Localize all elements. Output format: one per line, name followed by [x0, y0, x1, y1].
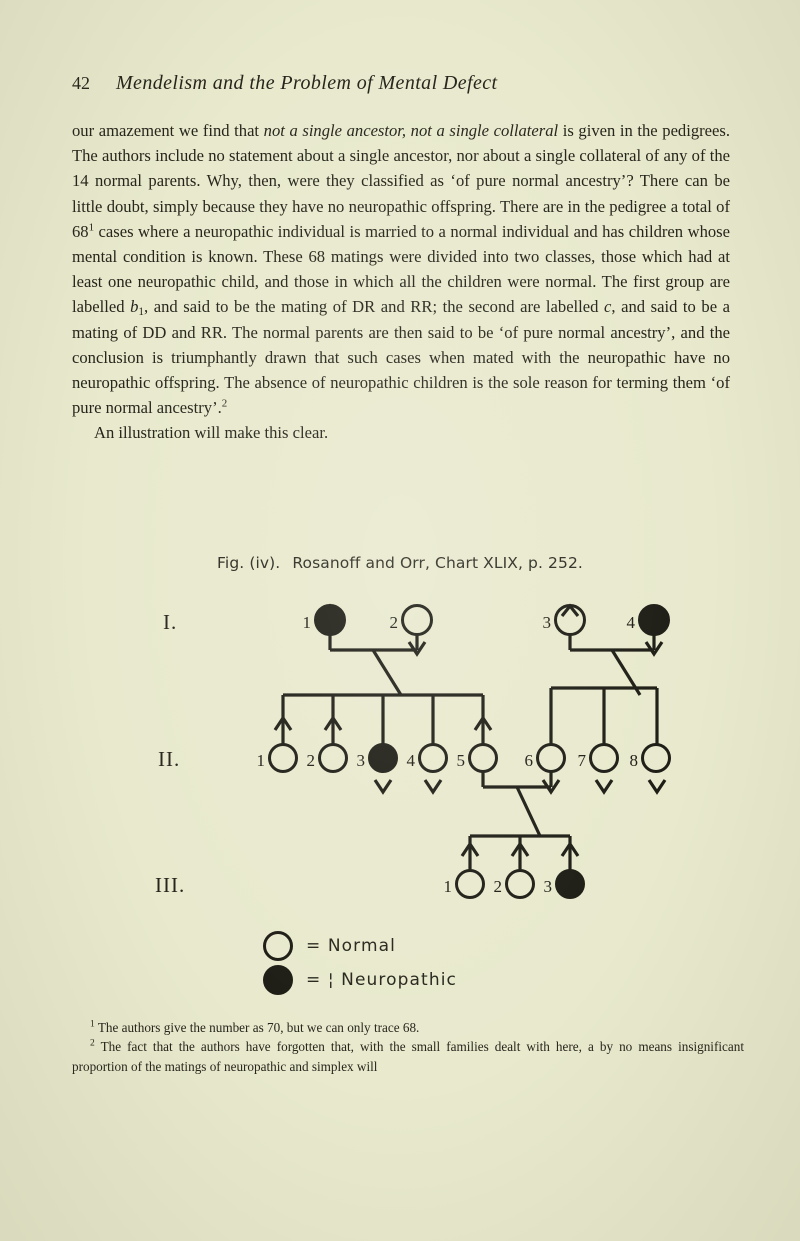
individual-number-ii-6: 6 [525, 751, 534, 770]
para1-seg2: is given in the pedigrees. The authors i… [72, 121, 730, 191]
sex-marker-up-iii2-icon [510, 841, 530, 857]
variable-b1: b1 [130, 297, 145, 319]
individual-number-ii-8: 8 [630, 751, 639, 770]
descent-ii5ii6-to-sibship [515, 786, 542, 837]
paragraph-1: our amazement we find that not a single … [72, 118, 730, 420]
para1-seg7: , and the conclusion is triumphantly dra… [72, 322, 730, 393]
individual-number-ii-4: 4 [407, 751, 416, 770]
individual-number-i-1: 1 [303, 613, 312, 632]
individual-ii-7-normal-symbol[interactable] [589, 743, 619, 773]
individual-number-ii-1: 1 [257, 751, 266, 770]
individual-numbers: 1 2 3 4 1 2 3 4 5 6 7 8 1 2 3 [257, 613, 639, 896]
para1-seg5: , and said to be the mating of DR and RR… [144, 297, 605, 317]
individual-number-iii-2: 2 [494, 877, 503, 896]
individual-ii-6-normal-symbol[interactable] [536, 743, 566, 773]
para1-quote1: ‘of pure normal ancestry’ [450, 171, 627, 191]
footnote-ref-1[interactable]: 1 [88, 221, 95, 234]
individual-i-1-affected-symbol[interactable] [314, 604, 346, 636]
individual-ii-1-normal-symbol[interactable] [268, 743, 298, 773]
footnotes: 1 The authors give the number as 70, but… [72, 1018, 744, 1076]
figure-caption-label: Fig. (iv). [217, 554, 281, 572]
legend-normal-circle-icon [263, 931, 293, 961]
variable-b1-sub: 1 [138, 306, 145, 319]
page-number: 42 [72, 73, 90, 93]
footnote-2-text: The fact that the authors have forgotten… [72, 1039, 744, 1074]
individual-number-i-2: 2 [390, 613, 399, 632]
individual-iii-1-normal-symbol[interactable] [455, 869, 485, 899]
individual-i-2-normal-symbol[interactable] [401, 604, 433, 636]
individual-i-4-affected-symbol[interactable] [638, 604, 670, 636]
individual-number-ii-2: 2 [307, 751, 316, 770]
individual-number-iii-1: 1 [444, 877, 453, 896]
running-title: Mendelism and the Problem of Mental Defe… [116, 72, 498, 94]
legend-symbols [263, 931, 293, 995]
para1-quote2: ‘of pure normal ancestry’ [498, 322, 672, 342]
sex-marker-down-ii3-icon [373, 779, 393, 795]
descent-i1i2-to-sibship [371, 649, 403, 696]
individual-number-ii-5: 5 [457, 751, 466, 770]
footnote-ref-2[interactable]: 2 [221, 397, 228, 410]
para1-seg8: . [217, 398, 222, 418]
individual-ii-8-normal-symbol[interactable] [641, 743, 671, 773]
individual-number-ii-7: 7 [578, 751, 587, 770]
sex-marker-up-ii2-icon [323, 715, 343, 731]
footnote-1-marker: 1 [90, 1019, 95, 1030]
variable-b1-base: b [130, 297, 139, 317]
sex-marker-down-ii7-icon [594, 779, 614, 795]
individual-number-i-3: 3 [543, 613, 552, 632]
individual-number-iii-3: 3 [544, 877, 553, 896]
footnote-2: 2 The fact that the authors have forgott… [72, 1037, 744, 1076]
sex-marker-up-iii3-icon [560, 841, 580, 857]
sex-marker-down-ii6-icon [541, 779, 561, 795]
footnote-2-marker: 2 [90, 1039, 95, 1050]
para1-seg6: , and said to be a mating of DD and RR. … [72, 297, 730, 342]
pedigree-chart: 1 2 3 4 1 2 3 4 5 6 7 8 1 2 3 [257, 603, 671, 995]
paragraph-2: An illustration will make this clear. [94, 423, 329, 443]
individual-ii-4-normal-symbol[interactable] [418, 743, 448, 773]
generation-label-i: I. [163, 610, 178, 634]
footnote-1: 1 The authors give the number as 70, but… [72, 1018, 744, 1037]
sex-marker-down-i4-icon [644, 641, 664, 657]
figure-caption-text: Rosanoff and Orr, Chart XLIX, p. 252. [292, 554, 583, 572]
individual-ii-2-normal-symbol[interactable] [318, 743, 348, 773]
body-text: our amazement we find that not a single … [72, 118, 730, 446]
legend-neuropathic-label: = ¦ Neuropathic [306, 970, 457, 990]
para1-seg3: ? There can be little doubt, simply beca… [72, 171, 730, 241]
legend-normal-label: = Normal [306, 936, 396, 956]
sex-marker-up-ii1-icon [273, 715, 293, 731]
legend-neuropathic-circle-icon [263, 965, 293, 995]
footnote-1-text: The authors give the number as 70, but w… [97, 1020, 420, 1035]
para1-seg1: our amazement we find that [72, 121, 264, 140]
individual-number-ii-3: 3 [357, 751, 366, 770]
individual-iii-3-affected-symbol[interactable] [555, 869, 585, 899]
individual-iii-2-normal-symbol[interactable] [505, 869, 535, 899]
generation-label-iii: III. [155, 873, 186, 897]
individual-number-i-4: 4 [627, 613, 636, 632]
para1-seg4: cases where a neuropathic individual is … [72, 221, 730, 317]
sex-marker-down-ii4-icon [423, 779, 443, 795]
pedigree-symbols [268, 604, 671, 899]
running-head: 42 Mendelism and the Problem of Mental De… [72, 72, 732, 95]
individual-ii-5-normal-symbol[interactable] [468, 743, 498, 773]
generation-label-ii: II. [158, 747, 181, 771]
sex-marker-down-ii8-icon [647, 779, 667, 795]
sex-marker-up-ii5-icon [473, 715, 493, 731]
sex-marker-down-i2-icon [407, 641, 427, 657]
individual-ii-3-affected-symbol[interactable] [368, 743, 398, 773]
sex-marker-up-iii1-icon [460, 841, 480, 857]
para1-quote3: ‘of pure normal ancestry’ [72, 373, 730, 418]
para1-italic1: not a single ancestor, not a single coll… [263, 121, 559, 140]
variable-c: c [604, 297, 612, 317]
figure-caption: Fig. (iv). Rosanoff and Orr, Chart XLIX, … [0, 554, 800, 572]
individual-i-3-normal-symbol[interactable] [554, 604, 586, 636]
